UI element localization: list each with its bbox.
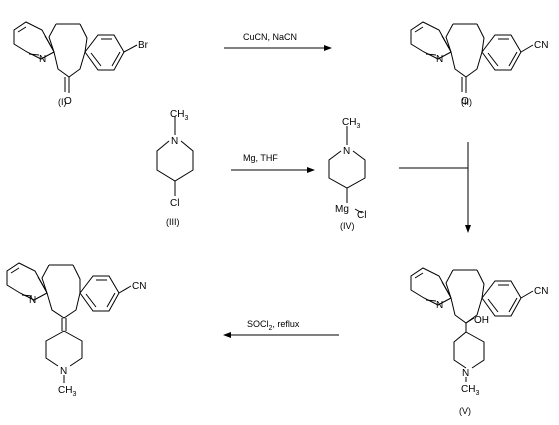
compound-ii-structure: CN N O — [410, 21, 548, 107]
compound-v-structure: CN N OH N CH3 — [410, 267, 548, 397]
compound-v-nitrile: CN — [534, 286, 548, 297]
compound-v-piperidine-nitrogen: N — [462, 368, 469, 379]
compound-vi-structure: CN N N CH3 — [6, 262, 146, 398]
compound-ii-nitrile: CN — [534, 40, 548, 51]
step1-conditions: CuCN, NaCN — [243, 32, 297, 42]
compound-vi-nitrile: CN — [132, 281, 146, 292]
compound-iv-chlorine: Cl — [357, 210, 366, 221]
step4-conditions: SOCl2, reflux — [247, 319, 300, 332]
compound-vi-piperidine-nitrogen: N — [60, 366, 67, 377]
compound-label-iv: (IV) — [340, 221, 355, 231]
compound-ii-nitrogen: N — [436, 54, 443, 65]
compound-vi-methyl: CH3 — [58, 385, 76, 398]
reaction-arrow-step3 — [399, 142, 471, 233]
compound-v-methyl: CH3 — [461, 384, 479, 397]
compound-iv-methyl: CH3 — [342, 117, 360, 130]
compound-iii-structure: N CH3 Cl — [156, 109, 194, 209]
compound-i-nitrogen: N — [39, 54, 46, 65]
reaction-arrow-step2 — [231, 167, 315, 173]
compound-v-hydroxyl: OH — [474, 315, 489, 326]
reaction-arrow-step1 — [224, 45, 332, 51]
compound-label-iii: (III) — [166, 217, 180, 227]
compound-ii-oxygen: O — [461, 96, 469, 107]
compound-label-ii: (II) — [461, 97, 472, 107]
compound-vi-pyridine-nitrogen: N — [29, 295, 36, 306]
compound-iii-chlorine: Cl — [170, 198, 179, 209]
reaction-arrow-step4 — [223, 332, 339, 338]
compound-i-bromine: Br — [138, 40, 149, 51]
compound-iv-magnesium: Mg — [335, 204, 349, 215]
compound-i-oxygen: O — [64, 96, 72, 107]
step2-conditions: Mg, THF — [243, 153, 278, 163]
compound-iii-nitrogen: N — [171, 136, 178, 147]
compound-label-v: (V) — [459, 406, 471, 416]
compound-iv-nitrogen: N — [343, 146, 350, 157]
compound-i-structure: Br N O — [13, 21, 149, 107]
compound-label-i: (I) — [58, 97, 67, 107]
compound-iii-methyl: CH3 — [170, 109, 188, 122]
compound-v-pyridine-nitrogen: N — [436, 300, 443, 311]
compound-iv-structure: N CH3 Mg Cl — [328, 117, 366, 221]
